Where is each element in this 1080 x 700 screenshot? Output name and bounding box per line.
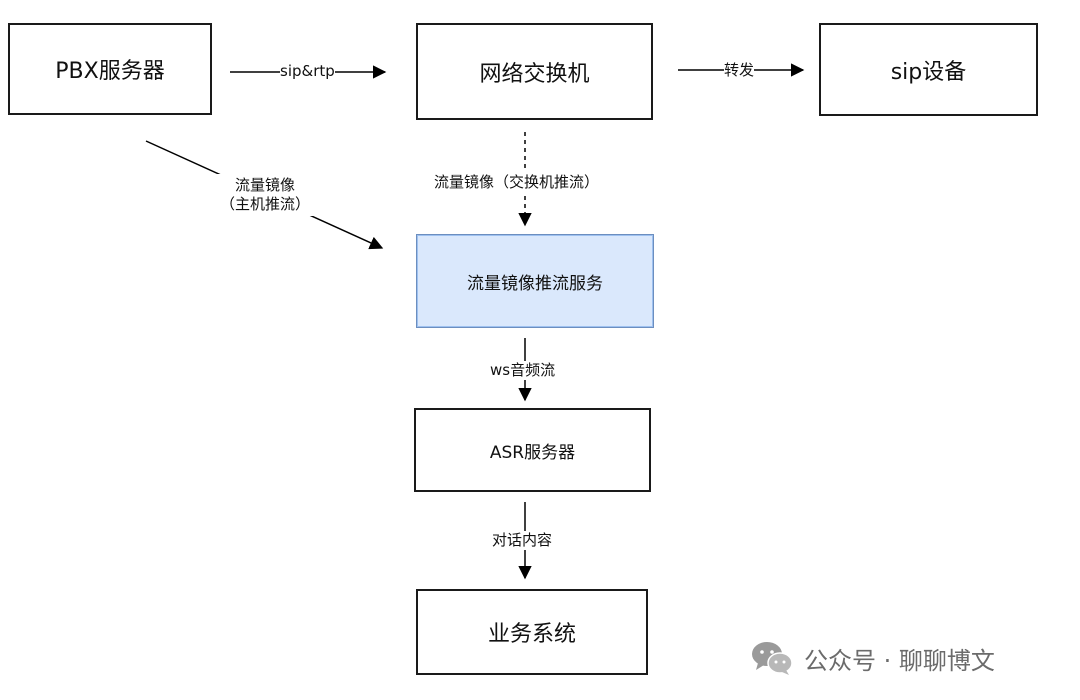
node-pbx-server: PBX服务器 bbox=[8, 23, 212, 115]
node-pbx-server-label: PBX服务器 bbox=[55, 59, 165, 84]
node-business-system: 业务系统 bbox=[416, 589, 648, 675]
edge-label-dialog: 对话内容 bbox=[492, 531, 553, 550]
node-asr-server-label: ASR服务器 bbox=[489, 442, 576, 463]
node-network-switch-label: 网络交换机 bbox=[479, 61, 590, 87]
watermark-text: 公众号 · 聊聊博文 bbox=[804, 646, 995, 675]
edge-label-host-mirror-line1: 流量镜像 bbox=[235, 176, 296, 194]
edge-label-switch-mirror: 流量镜像（交换机推流） bbox=[432, 171, 602, 194]
edge-label-forward: 转发 bbox=[724, 61, 755, 80]
edge-label-host-mirror-line2: （主机推流） bbox=[220, 194, 311, 213]
node-asr-server: ASR服务器 bbox=[414, 408, 651, 492]
edge-label-sip-rtp: sip&rtp bbox=[280, 62, 335, 81]
node-sip-device-label: sip设备 bbox=[890, 59, 967, 85]
node-mirror-service-label: 流量镜像推流服务 bbox=[467, 273, 603, 294]
edge-label-host-mirror: 流量镜像 （主机推流） bbox=[216, 174, 315, 216]
node-sip-device: sip设备 bbox=[819, 23, 1038, 116]
edge-label-ws-stream: ws音频流 bbox=[490, 361, 556, 380]
node-network-switch: 网络交换机 bbox=[416, 23, 653, 120]
node-business-system-label: 业务系统 bbox=[487, 622, 576, 647]
wechat-icon bbox=[752, 642, 793, 675]
node-mirror-service: 流量镜像推流服务 bbox=[416, 234, 654, 328]
watermark: 公众号 · 聊聊博文 bbox=[750, 638, 995, 678]
